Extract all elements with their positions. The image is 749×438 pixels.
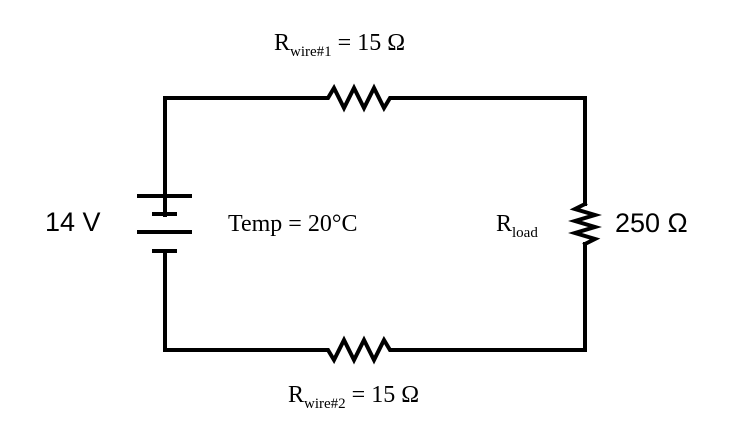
wire2-symbol: R xyxy=(288,382,305,408)
wire1-resistance-label: Rwire#1 = 15 Ω xyxy=(274,30,406,60)
load-resistor xyxy=(568,201,602,247)
bottom-wire-with-resistor-2 xyxy=(163,242,587,365)
source-voltage-label: 14 V xyxy=(45,207,101,237)
wire2-subscript: wire#2 xyxy=(304,396,346,412)
temperature-label: Temp = 20°C xyxy=(228,211,358,237)
battery-icon xyxy=(137,194,192,253)
wire1-subscript: wire#1 xyxy=(290,44,332,60)
load-subscript: load xyxy=(512,225,538,241)
wire1-symbol: R xyxy=(274,30,291,56)
wire1-value: = 15 Ω xyxy=(337,30,406,56)
wire2-resistance-label: Rwire#2 = 15 Ω xyxy=(288,382,420,412)
wire2-value: = 15 Ω xyxy=(351,382,420,408)
load-resistor-label: Rload xyxy=(496,211,538,241)
load-symbol: R xyxy=(496,211,513,237)
top-wire-with-resistor-1 xyxy=(163,83,587,217)
load-resistance-value: 250 Ω xyxy=(615,208,688,238)
